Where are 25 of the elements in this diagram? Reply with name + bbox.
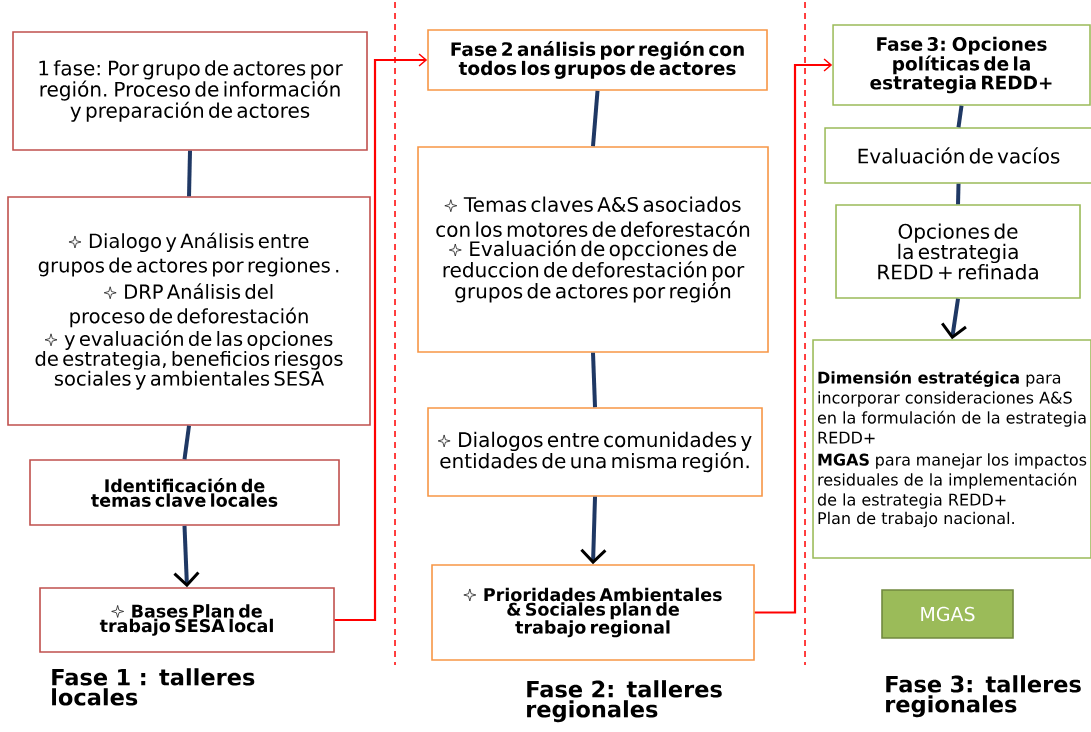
process-box: Dimensión estratégica para incorporar consideraciones A&S en la formulación de la estrategia REDD+ MGAS para manejar los impactos residuales de la implementación de la estrategia REDD+ Plan de trabajo nacional. — [812, 339, 1091, 559]
phase-caption: Fase 3: talleres regionales — [886, 675, 1081, 718]
process-box: Prioridades Ambientales & Sociales plan de trabajo regional — [431, 564, 755, 661]
arrow — [334, 53, 428, 622]
arrow — [173, 525, 200, 588]
process-box: Identificación de temas clave locales — [29, 459, 340, 526]
arrow — [580, 496, 607, 565]
process-box: Fase 3: Opciones políticas de la estrategia REDD+ — [832, 24, 1091, 106]
process-box: Fase 2 análisis por región con todos los grupos de actores — [427, 29, 768, 91]
process-box: Bases Plan de trabajo SESA local — [39, 587, 335, 653]
process-box: Opciones de la estrategia REDD + refinada — [835, 204, 1081, 299]
filled-box: MGAS — [881, 589, 1014, 639]
process-box: 1 fase: Por grupo de actores por región. Proceso de información y preparación de actores — [12, 31, 368, 151]
process-box: Dialogo y Análisis entre grupos de actores por regiones . DRP Análisis del proceso de deforestación y evaluación de las opciones de estrategia, beneficios riesgos sociales y ambientales SESA — [7, 196, 371, 426]
arrow — [941, 298, 967, 340]
connector-line — [187, 150, 192, 197]
process-box: Evaluación de vacíos — [824, 127, 1091, 184]
connector-line — [956, 105, 964, 128]
connector-line — [591, 90, 600, 147]
process-box: Temas claves A&S asociados con los motores de deforestacón Evaluación de opcciones de reduccion de deforestación por grupos de actores por región — [417, 146, 769, 353]
connector-line — [956, 183, 961, 205]
process-box: Dialogos entre comunidades y entidades de una misma región. — [427, 407, 763, 497]
connector-line — [182, 425, 191, 460]
arrow — [754, 58, 833, 614]
connector-line — [591, 352, 597, 408]
